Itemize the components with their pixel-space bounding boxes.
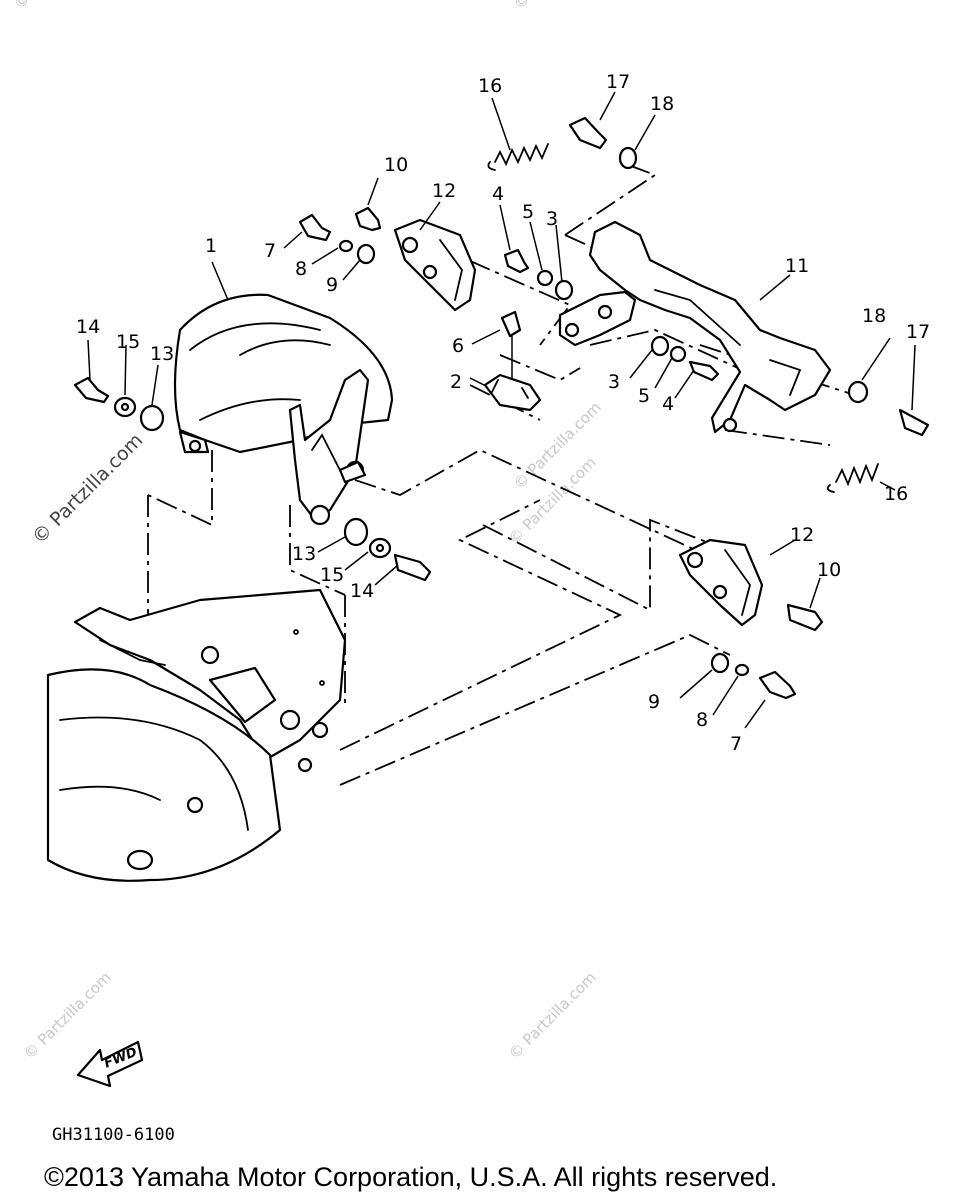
- part-label-7: 7: [264, 240, 276, 262]
- spring-upper: [487, 143, 549, 171]
- part-label-16: 16: [884, 483, 908, 505]
- part-label-7: 7: [730, 733, 742, 755]
- bracket-upper: [393, 218, 477, 312]
- leader-lines: [87, 91, 916, 729]
- part-label-2: 2: [450, 371, 462, 393]
- part-label-11: 11: [785, 255, 809, 277]
- part-label-10: 10: [384, 154, 408, 176]
- hardware-mid-upper: [503, 248, 574, 301]
- part-label-8: 8: [295, 258, 307, 280]
- watermark-text: © Partzilla.com: [20, 968, 115, 1063]
- part-label-18: 18: [862, 305, 886, 327]
- part-label-10: 10: [817, 559, 841, 581]
- part-label-17: 17: [906, 321, 930, 343]
- part-label-9: 9: [326, 274, 338, 296]
- copyright-notice: ©2013 Yamaha Motor Corporation, U.S.A. A…: [44, 1162, 777, 1192]
- part-label-3: 3: [608, 371, 620, 393]
- jet-pump-housing: [46, 588, 347, 882]
- part-label-4: 4: [662, 393, 674, 415]
- part-labels: 1 2 3 3 4 4 5 5 6 7 7 8 8 9 9 10 10 11 1…: [76, 71, 930, 755]
- link-arm: [558, 290, 637, 347]
- steering-lever: [588, 220, 832, 434]
- part-label-13: 13: [150, 343, 174, 365]
- part-label-15: 15: [116, 331, 140, 353]
- part-label-9: 9: [648, 691, 660, 713]
- watermark-group: © Partzilla.com © Partzilla.com © Partzi…: [10, 0, 605, 1063]
- watermark-text: © Partzilla.com: [510, 0, 605, 13]
- clamp-and-nipple: [483, 310, 542, 412]
- part-label-3: 3: [546, 208, 558, 230]
- part-label-14: 14: [76, 316, 100, 338]
- watermark-text: © Partzilla.com: [510, 398, 605, 493]
- bushing-washer-bolt-lower: [343, 517, 432, 582]
- hardware-upper: [298, 206, 382, 265]
- part-label-6: 6: [452, 335, 464, 357]
- part-label-15: 15: [320, 564, 344, 586]
- part-label-8: 8: [696, 709, 708, 731]
- part-label-18: 18: [650, 93, 674, 115]
- part-label-5: 5: [638, 385, 650, 407]
- part-label-12: 12: [432, 180, 456, 202]
- part-label-12: 12: [790, 524, 814, 546]
- bushing-washer-bolt-upper: [73, 376, 165, 432]
- part-label-13: 13: [292, 543, 316, 565]
- part-label-16: 16: [478, 75, 502, 97]
- pin-and-bushing-upper: [568, 116, 638, 170]
- fwd-arrow-icon: FWD: [76, 1040, 144, 1088]
- drawing-code: GH31100-6100: [52, 1125, 175, 1145]
- watermark-text: © Partzilla.com: [10, 0, 105, 13]
- pin-and-bushing-lower: [847, 380, 930, 437]
- bracket-lower: [678, 538, 764, 627]
- part-label-14: 14: [350, 580, 374, 602]
- part-label-1: 1: [205, 235, 217, 257]
- spring-lower: [826, 463, 879, 493]
- part-label-5: 5: [522, 201, 534, 223]
- part-label-17: 17: [606, 71, 630, 93]
- hardware-mid-lower: [650, 335, 720, 382]
- part-label-4: 4: [492, 183, 504, 205]
- hardware-lower: [710, 603, 824, 700]
- watermark-text: © Partzilla.com: [28, 429, 147, 548]
- watermark-text: © Partzilla.com: [505, 968, 600, 1063]
- mount-bracket: [288, 368, 370, 526]
